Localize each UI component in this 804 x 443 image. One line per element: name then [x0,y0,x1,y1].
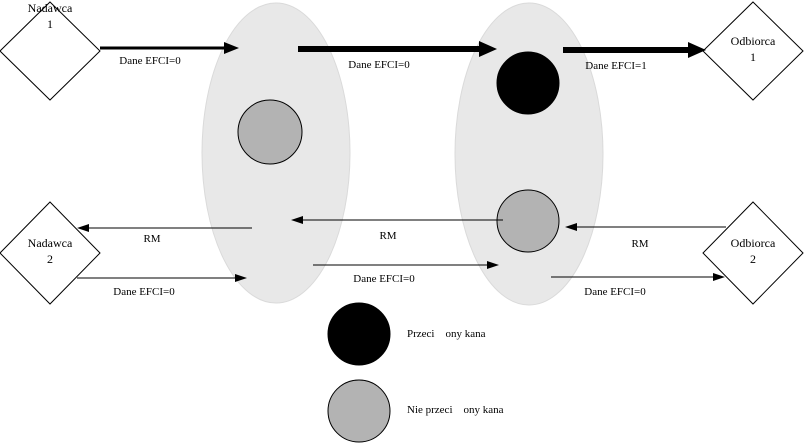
label-data-efci0-bottom-middle: Dane EFCI=0 [353,273,415,285]
node-receiver2-diamond [702,201,804,305]
arrow-data-efci0-switch-to-switch [298,41,497,57]
arrow-data-efci0-sender2-to-switch [77,274,247,282]
arrow-data-efci0-switch2-to-switch2 [313,261,499,269]
node-receiver2-number: 2 [750,252,756,266]
node-sender1-name: Nadawca [27,1,73,15]
label-rm-left: RM [143,233,161,245]
arrow-rm-switch-to-sender2 [77,224,252,232]
congested-channel-circle-right-switch [496,51,560,115]
node-receiver2-label: Odbiorca 2 [703,235,803,267]
label-data-efci0-bottom-left: Dane EFCI=0 [113,286,175,298]
arrow-rm-receiver2-to-switch [565,223,726,231]
node-receiver1-number: 1 [750,50,756,64]
switch-ellipse-right [454,2,604,306]
node-receiver1-diamond [702,1,804,101]
uncongested-channel-circle-left-switch [237,99,303,165]
label-rm-right: RM [631,238,649,250]
label-data-efci0-bottom-right: Dane EFCI=0 [584,286,646,298]
arrow-data-efci1-switch-to-receiver1 [563,42,706,58]
node-sender1-number: 1 [47,17,53,31]
node-sender1-diamond [0,1,101,101]
uncongested-channel-circle-right-switch [496,189,560,253]
node-sender2-label: Nadawca 2 [0,235,100,267]
legend-congested-circle [327,302,391,366]
node-sender2-diamond [0,201,101,305]
label-data-efci1-top-right: Dane EFCI=1 [585,60,647,72]
node-sender1-label: Nadawca 1 [0,0,100,32]
node-receiver2-name: Odbiorca [730,236,776,250]
node-receiver1-label: Odbiorca 1 [703,33,803,65]
arrow-data-efci0-switch-to-receiver2 [551,273,725,281]
node-receiver1-name: Odbiorca [730,34,776,48]
label-data-efci0-top-middle: Dane EFCI=0 [348,59,410,71]
arrow-data-efci0-sender1-to-switch [100,42,239,54]
legend-uncongested-label: Nie przeci ony kana [407,404,504,416]
node-sender2-name: Nadawca [27,236,73,250]
label-data-efci0-top-left: Dane EFCI=0 [119,55,181,67]
node-sender2-number: 2 [47,252,53,266]
legend-uncongested-circle [327,379,391,443]
arrow-rm-switch-to-switch [291,216,503,224]
label-rm-middle: RM [379,230,397,242]
legend-congested-label: Przeci ony kana [407,328,486,340]
